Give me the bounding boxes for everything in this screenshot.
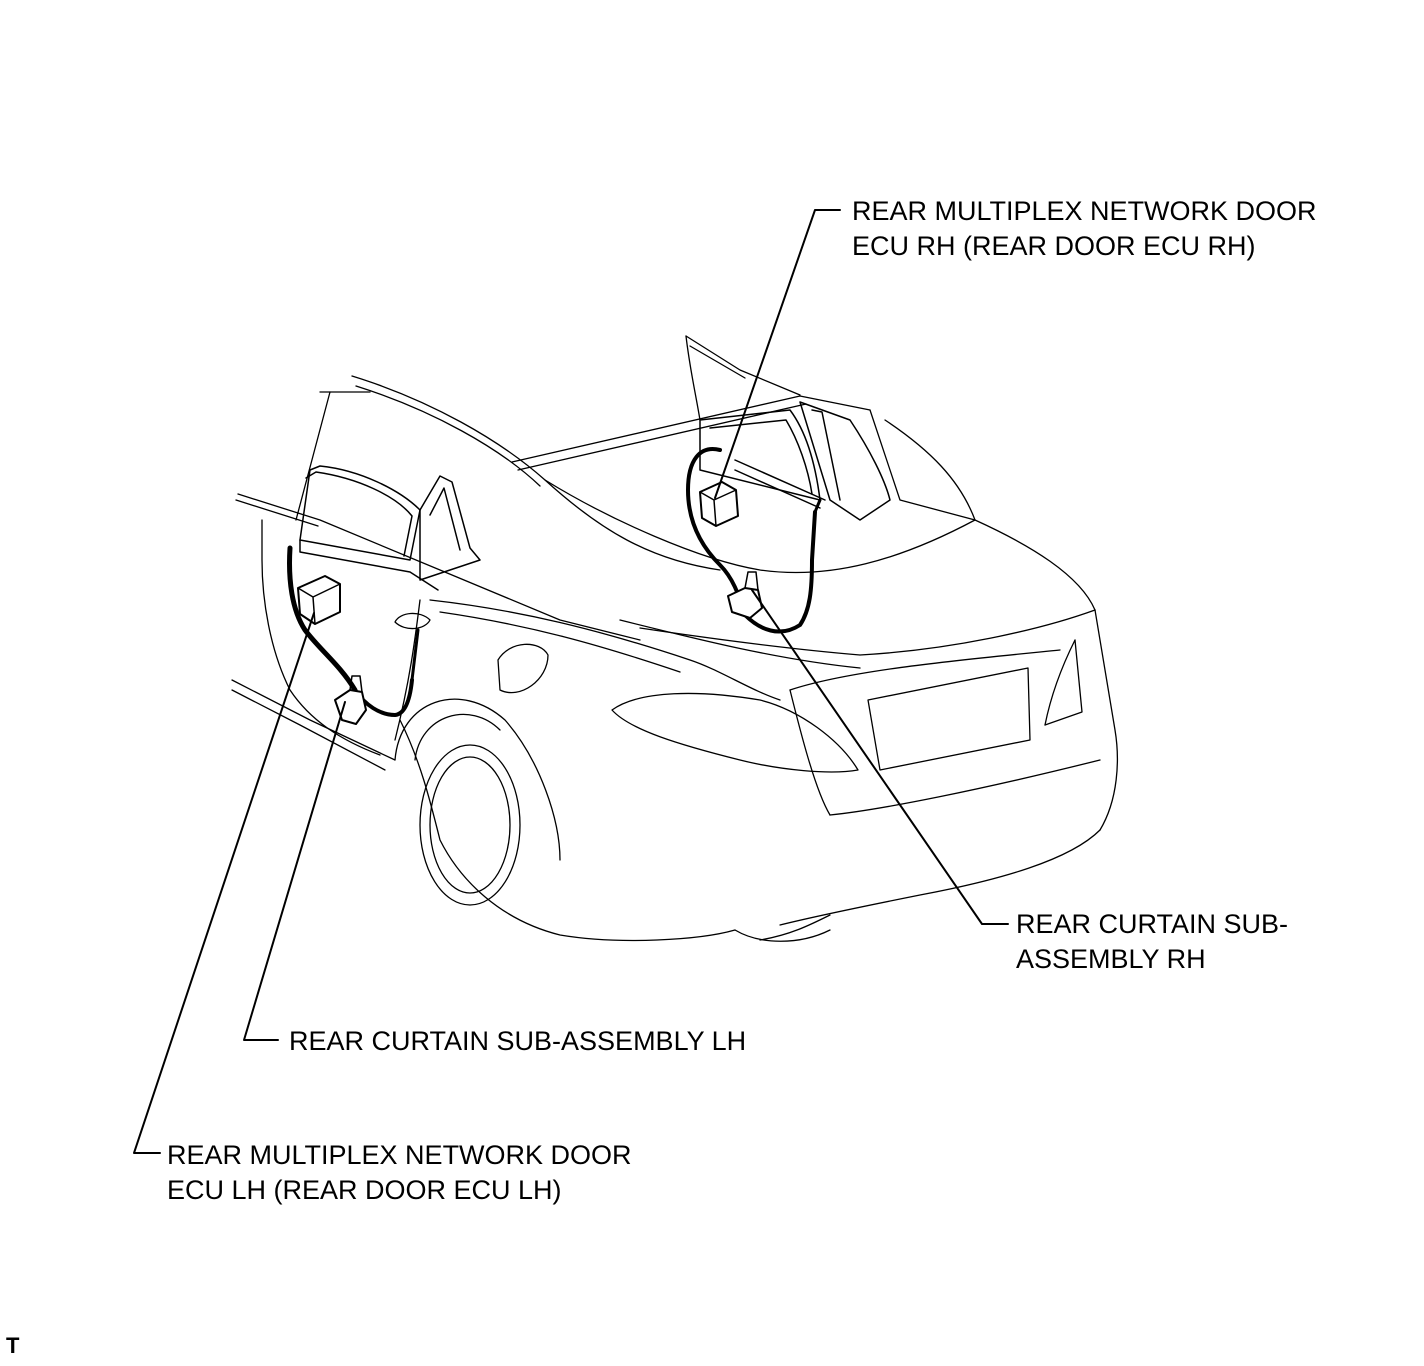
callout-ecu-lh-line1: REAR MULTIPLEX NETWORK DOOR <box>167 1140 632 1170</box>
curtain-rh-icon <box>727 587 763 619</box>
callout-ecu-rh-line1: REAR MULTIPLEX NETWORK DOOR <box>852 196 1317 226</box>
callout-curtain-lh-line1: REAR CURTAIN SUB-ASSEMBLY LH <box>289 1026 747 1056</box>
callout-ecu-rh: REAR MULTIPLEX NETWORK DOOR ECU RH (REAR… <box>852 194 1317 264</box>
corner-mark: T <box>6 1333 20 1358</box>
rh-door-components <box>686 447 822 634</box>
leader-ecu-rh <box>714 209 841 499</box>
leader-ecu-lh <box>133 612 315 1154</box>
leader-curtain-rh <box>751 589 1009 925</box>
callout-ecu-lh: REAR MULTIPLEX NETWORK DOOR ECU LH (REAR… <box>167 1138 632 1208</box>
rh-door-window <box>699 401 891 521</box>
callout-curtain-rh-line1: REAR CURTAIN SUB- <box>1016 909 1289 939</box>
leader-curtain-lh <box>243 701 346 1041</box>
callout-ecu-lh-line2: ECU LH (REAR DOOR ECU LH) <box>167 1175 562 1205</box>
callout-curtain-lh: REAR CURTAIN SUB-ASSEMBLY LH <box>289 1024 746 1059</box>
lh-door-window <box>299 465 481 591</box>
lh-door-components <box>287 545 431 725</box>
leader-lines <box>133 209 1009 1154</box>
callout-ecu-rh-line2: ECU RH (REAR DOOR ECU RH) <box>852 231 1256 261</box>
callout-curtain-rh: REAR CURTAIN SUB- ASSEMBLY RH <box>1016 907 1288 977</box>
car-body <box>231 335 1118 942</box>
ecu-lh-icon <box>297 575 341 625</box>
callout-curtain-rh-line2: ASSEMBLY RH <box>1016 944 1206 974</box>
